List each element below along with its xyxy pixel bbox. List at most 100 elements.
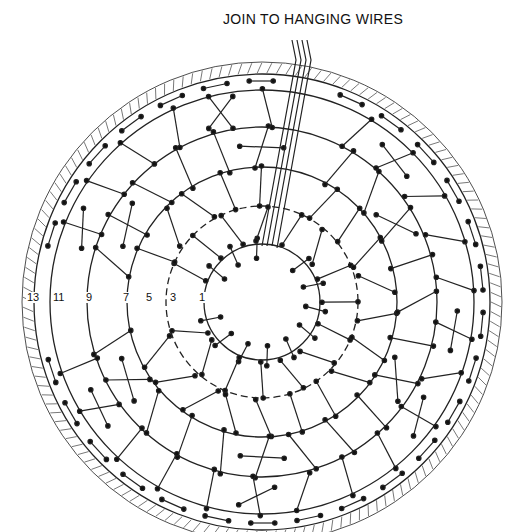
rod-dot <box>191 186 195 190</box>
hatch-stroke <box>50 192 57 201</box>
rod-link <box>300 325 315 338</box>
hatch-stroke <box>147 505 156 512</box>
rod-dot <box>481 310 485 314</box>
rod-link <box>286 339 294 357</box>
rod-dot <box>479 334 483 338</box>
rod-link <box>209 266 224 279</box>
rod-link <box>398 291 437 312</box>
rod-dot <box>207 126 211 130</box>
rod-dot <box>300 213 304 217</box>
hatch-stroke <box>203 525 210 532</box>
rod-dot <box>300 430 304 434</box>
hatch-stroke <box>66 437 77 439</box>
hatch-stroke <box>130 103 132 114</box>
rod-link <box>96 248 129 277</box>
rod-dot <box>474 242 478 246</box>
rod-link <box>318 324 350 340</box>
rod-dot <box>75 421 79 425</box>
rod-link <box>436 277 474 290</box>
hatch-stroke <box>26 337 37 340</box>
rod-dot <box>219 213 223 217</box>
hatch-stroke <box>478 227 489 228</box>
rod-dot <box>446 420 450 424</box>
hatch-stroke <box>475 386 483 394</box>
hatch-stroke <box>156 509 165 516</box>
hatch-stroke <box>138 98 139 109</box>
rod-dot <box>218 171 222 175</box>
wire <box>277 40 311 248</box>
rod-link <box>201 317 221 321</box>
rod-link <box>377 433 395 468</box>
rod-dot <box>145 233 149 237</box>
rod-dot <box>238 454 242 458</box>
rod-link <box>395 357 398 401</box>
hatch-stroke <box>72 444 83 447</box>
rod-dot <box>148 377 152 381</box>
rod-dot <box>233 207 237 211</box>
rod-dot <box>380 142 384 146</box>
hatch-stroke <box>368 505 369 516</box>
hatch-stroke <box>35 228 43 235</box>
rod-dot <box>222 428 226 432</box>
hatch-stroke <box>24 317 34 321</box>
hatch-stroke <box>173 80 175 91</box>
rod-link <box>173 108 180 147</box>
rod-link <box>240 456 284 458</box>
hatch-stroke <box>486 254 497 257</box>
hatch-stroke <box>262 531 267 532</box>
wire <box>272 40 306 246</box>
rod-dot <box>267 434 271 438</box>
rod-dot <box>127 275 131 279</box>
rod-dot <box>351 265 355 269</box>
rod-link <box>65 403 77 424</box>
rod-dot <box>104 457 108 461</box>
rod-dot <box>384 426 388 430</box>
rod-dot <box>88 439 92 443</box>
hatch-stroke <box>35 376 46 377</box>
rod-dot <box>307 256 311 260</box>
rod-dot <box>374 166 378 170</box>
rod-dot <box>157 389 161 393</box>
rod-link <box>293 259 309 271</box>
ring-5 <box>127 167 397 437</box>
rod-dot <box>423 233 427 237</box>
rod-dot <box>212 215 216 219</box>
rod-dot <box>258 513 262 517</box>
rod-dot <box>315 277 319 281</box>
rod-link <box>122 117 141 131</box>
rod-dot <box>207 264 211 268</box>
hatch-stroke <box>193 523 200 531</box>
rod-dot <box>180 192 184 196</box>
rod-dot <box>472 288 476 292</box>
hatch-stroke <box>401 484 403 495</box>
hatch-stroke <box>272 531 276 532</box>
rod-dot <box>340 455 344 459</box>
hatch-stroke <box>155 88 156 99</box>
rod-dot <box>79 246 83 250</box>
rod-dot <box>117 402 121 406</box>
hatch-stroke <box>467 200 478 201</box>
ring-1 <box>204 244 320 360</box>
rod-dot <box>46 244 50 248</box>
rod-dot <box>432 160 436 164</box>
rod-dot <box>361 496 365 500</box>
rod-dot <box>463 240 467 244</box>
rod-link <box>422 373 462 379</box>
hatch-stroke <box>99 472 109 476</box>
rod-dot <box>308 471 312 475</box>
callout-number: 1 <box>198 292 206 303</box>
rod-dot <box>120 356 124 360</box>
ring-lines <box>22 62 502 532</box>
rod-link <box>262 89 272 128</box>
hatch-stroke <box>458 421 464 430</box>
rod-dot <box>212 467 216 471</box>
hatch-stroke <box>408 121 418 126</box>
rod-dot <box>373 373 377 377</box>
rod-dot <box>74 180 78 184</box>
rod-link <box>239 487 275 505</box>
hatch-stroke <box>60 174 66 183</box>
hatch-stroke <box>164 84 165 95</box>
rod-dot <box>420 377 424 381</box>
hatch-stroke <box>91 466 101 470</box>
rod-dot <box>178 244 182 248</box>
